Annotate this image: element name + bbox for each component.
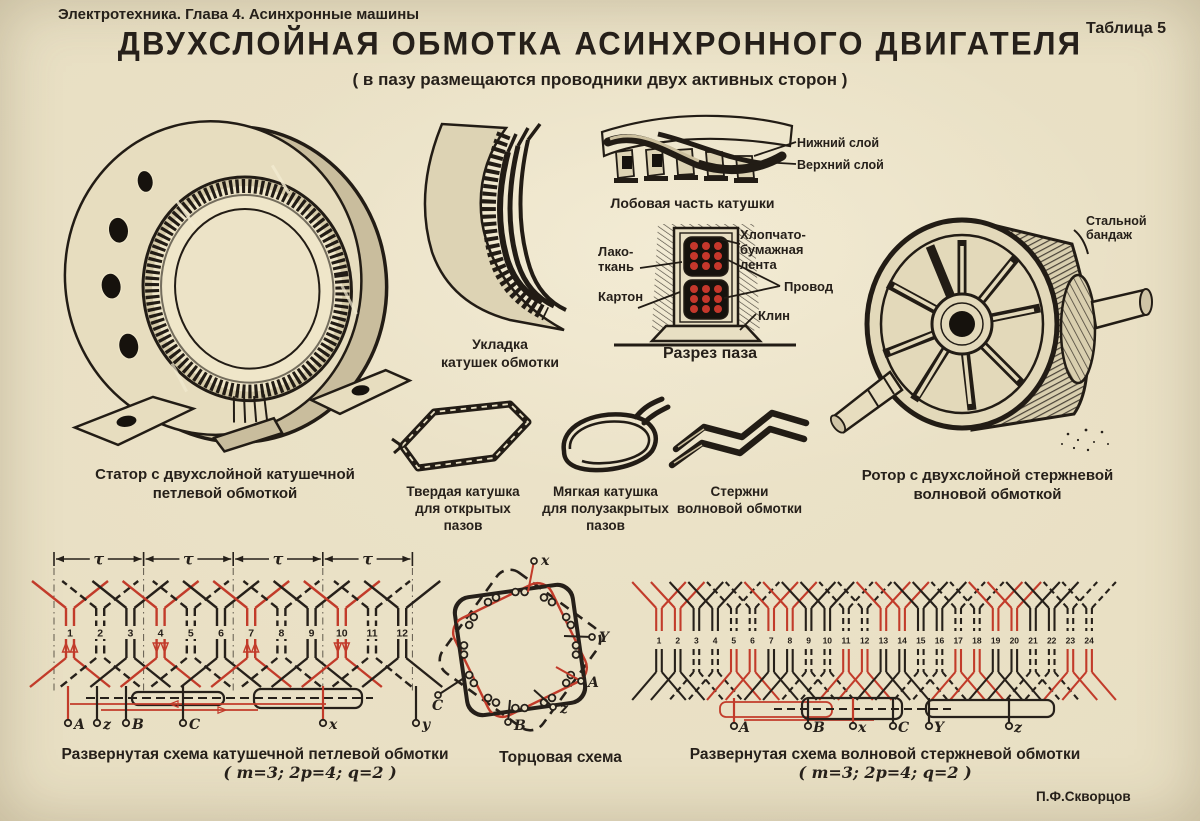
svg-text:12: 12 <box>860 636 870 646</box>
svg-text:x: x <box>328 717 338 733</box>
svg-text:9: 9 <box>806 636 811 646</box>
coil-laying-illustration <box>423 122 567 332</box>
svg-text:9: 9 <box>309 628 315 640</box>
svg-text:19: 19 <box>991 636 1001 646</box>
loop-schematic-params: ( m=3; 2p=4; q=2 ) <box>223 763 397 782</box>
svg-text:24: 24 <box>1084 636 1094 646</box>
chapter-heading: Электротехника. Глава 4. Асинхронные маш… <box>58 6 420 23</box>
slot-section-caption: Разрез паза <box>663 345 757 362</box>
author-credit: П.Ф.Скворцов <box>1036 789 1131 804</box>
wave-bars-caption: Стержни волновой обмотки <box>676 484 803 516</box>
svg-text:4: 4 <box>713 636 718 646</box>
svg-text:C: C <box>898 720 909 736</box>
svg-text:Y: Y <box>599 630 611 646</box>
svg-text:x: x <box>540 553 550 569</box>
cardboard-label: Картон <box>598 289 644 304</box>
wedge-label: Клин <box>758 308 791 323</box>
svg-text:12: 12 <box>396 628 408 640</box>
svg-text:z: z <box>559 701 569 717</box>
svg-text:A: A <box>586 675 599 691</box>
svg-text:21: 21 <box>1028 636 1038 646</box>
svg-text:16: 16 <box>935 636 945 646</box>
steel-band-label: Стальной бандаж <box>1086 214 1147 243</box>
svg-text:B: B <box>131 717 144 733</box>
svg-text:14: 14 <box>897 636 907 646</box>
svg-text:8: 8 <box>278 628 284 640</box>
end-view-caption: Торцовая схема <box>499 749 622 766</box>
svg-text:11: 11 <box>842 636 851 646</box>
end-turn-illustration <box>600 114 797 183</box>
wave-bars-illustration <box>668 409 810 469</box>
svg-text:15: 15 <box>916 636 926 646</box>
svg-text:11: 11 <box>366 628 377 640</box>
soft-coil-illustration <box>561 396 671 473</box>
svg-text:10: 10 <box>336 628 348 640</box>
loop-schematic-caption: Развернутая схема катушечной петлевой об… <box>61 746 449 763</box>
svg-text:5: 5 <box>188 628 194 640</box>
poster-subtitle: ( в пазу размещаются проводники двух акт… <box>352 70 848 89</box>
cotton-tape-label: Хлопчато- бумажная лента <box>740 227 806 272</box>
varnish-cloth-label: Лако- ткань <box>598 244 634 274</box>
svg-text:20: 20 <box>1010 636 1020 646</box>
svg-text:5: 5 <box>731 636 736 646</box>
svg-text:τ: τ <box>362 550 373 569</box>
svg-text:8: 8 <box>788 636 793 646</box>
svg-text:7: 7 <box>248 628 254 640</box>
soft-coil-caption: Мягкая катушка для полузакрытых пазов <box>542 484 669 533</box>
table-ref: Таблица 5 <box>1086 20 1167 37</box>
svg-text:6: 6 <box>750 636 755 646</box>
svg-text:6: 6 <box>218 628 224 640</box>
svg-text:A: A <box>72 717 85 733</box>
hard-coil-illustration <box>391 400 532 472</box>
svg-text:2: 2 <box>675 636 680 646</box>
upper-layer-label: Верхний слой <box>797 158 884 172</box>
end-turn-caption: Лобовая часть катушки <box>610 195 775 211</box>
svg-text:z: z <box>102 717 112 733</box>
lower-layer-label: Нижний слой <box>797 136 880 150</box>
svg-text:τ: τ <box>273 550 284 569</box>
wave-schematic-params: ( m=3; 2p=4; q=2 ) <box>798 763 972 782</box>
svg-text:4: 4 <box>158 628 164 640</box>
svg-text:z: z <box>1013 720 1023 736</box>
svg-text:τ: τ <box>183 550 194 569</box>
svg-text:10: 10 <box>823 636 833 646</box>
svg-text:3: 3 <box>694 636 699 646</box>
rotor-illustration <box>829 217 1153 452</box>
svg-text:7: 7 <box>769 636 774 646</box>
hard-coil-caption: Твердая катушка для открытых пазов <box>406 484 520 533</box>
svg-text:1: 1 <box>67 628 73 640</box>
stator-caption: Статор с двухслойной катушечной петлевой… <box>95 466 355 502</box>
svg-text:C: C <box>189 717 200 733</box>
svg-text:B: B <box>812 720 825 736</box>
rotor-caption: Ротор с двухслойной стержневой волновой … <box>861 467 1114 503</box>
svg-text:τ: τ <box>93 550 104 569</box>
svg-text:17: 17 <box>953 636 963 646</box>
wire-label: Провод <box>784 279 834 294</box>
svg-text:3: 3 <box>127 628 133 640</box>
svg-text:A: A <box>737 720 750 736</box>
end-view-schematic: xY AzB C <box>432 553 611 734</box>
coil-laying-caption: Укладка катушек обмотки <box>441 336 559 370</box>
svg-text:18: 18 <box>972 636 982 646</box>
svg-text:x: x <box>857 720 867 736</box>
svg-text:B: B <box>513 718 526 734</box>
stator-illustration <box>63 119 413 453</box>
svg-text:13: 13 <box>879 636 889 646</box>
svg-text:23: 23 <box>1066 636 1076 646</box>
slot-section-illustration <box>614 224 796 347</box>
svg-text:22: 22 <box>1047 636 1057 646</box>
svg-text:1: 1 <box>657 636 662 646</box>
svg-text:y: y <box>421 717 431 733</box>
wave-schematic-caption: Развернутая схема волновой стержневой об… <box>689 746 1081 763</box>
svg-text:2: 2 <box>97 628 103 640</box>
svg-text:C: C <box>432 698 443 714</box>
poster-title: ДВУХСЛОЙНАЯ ОБМОТКА АСИНХРОННОГО ДВИГАТЕ… <box>117 25 1083 62</box>
svg-text:Y: Y <box>934 720 946 736</box>
